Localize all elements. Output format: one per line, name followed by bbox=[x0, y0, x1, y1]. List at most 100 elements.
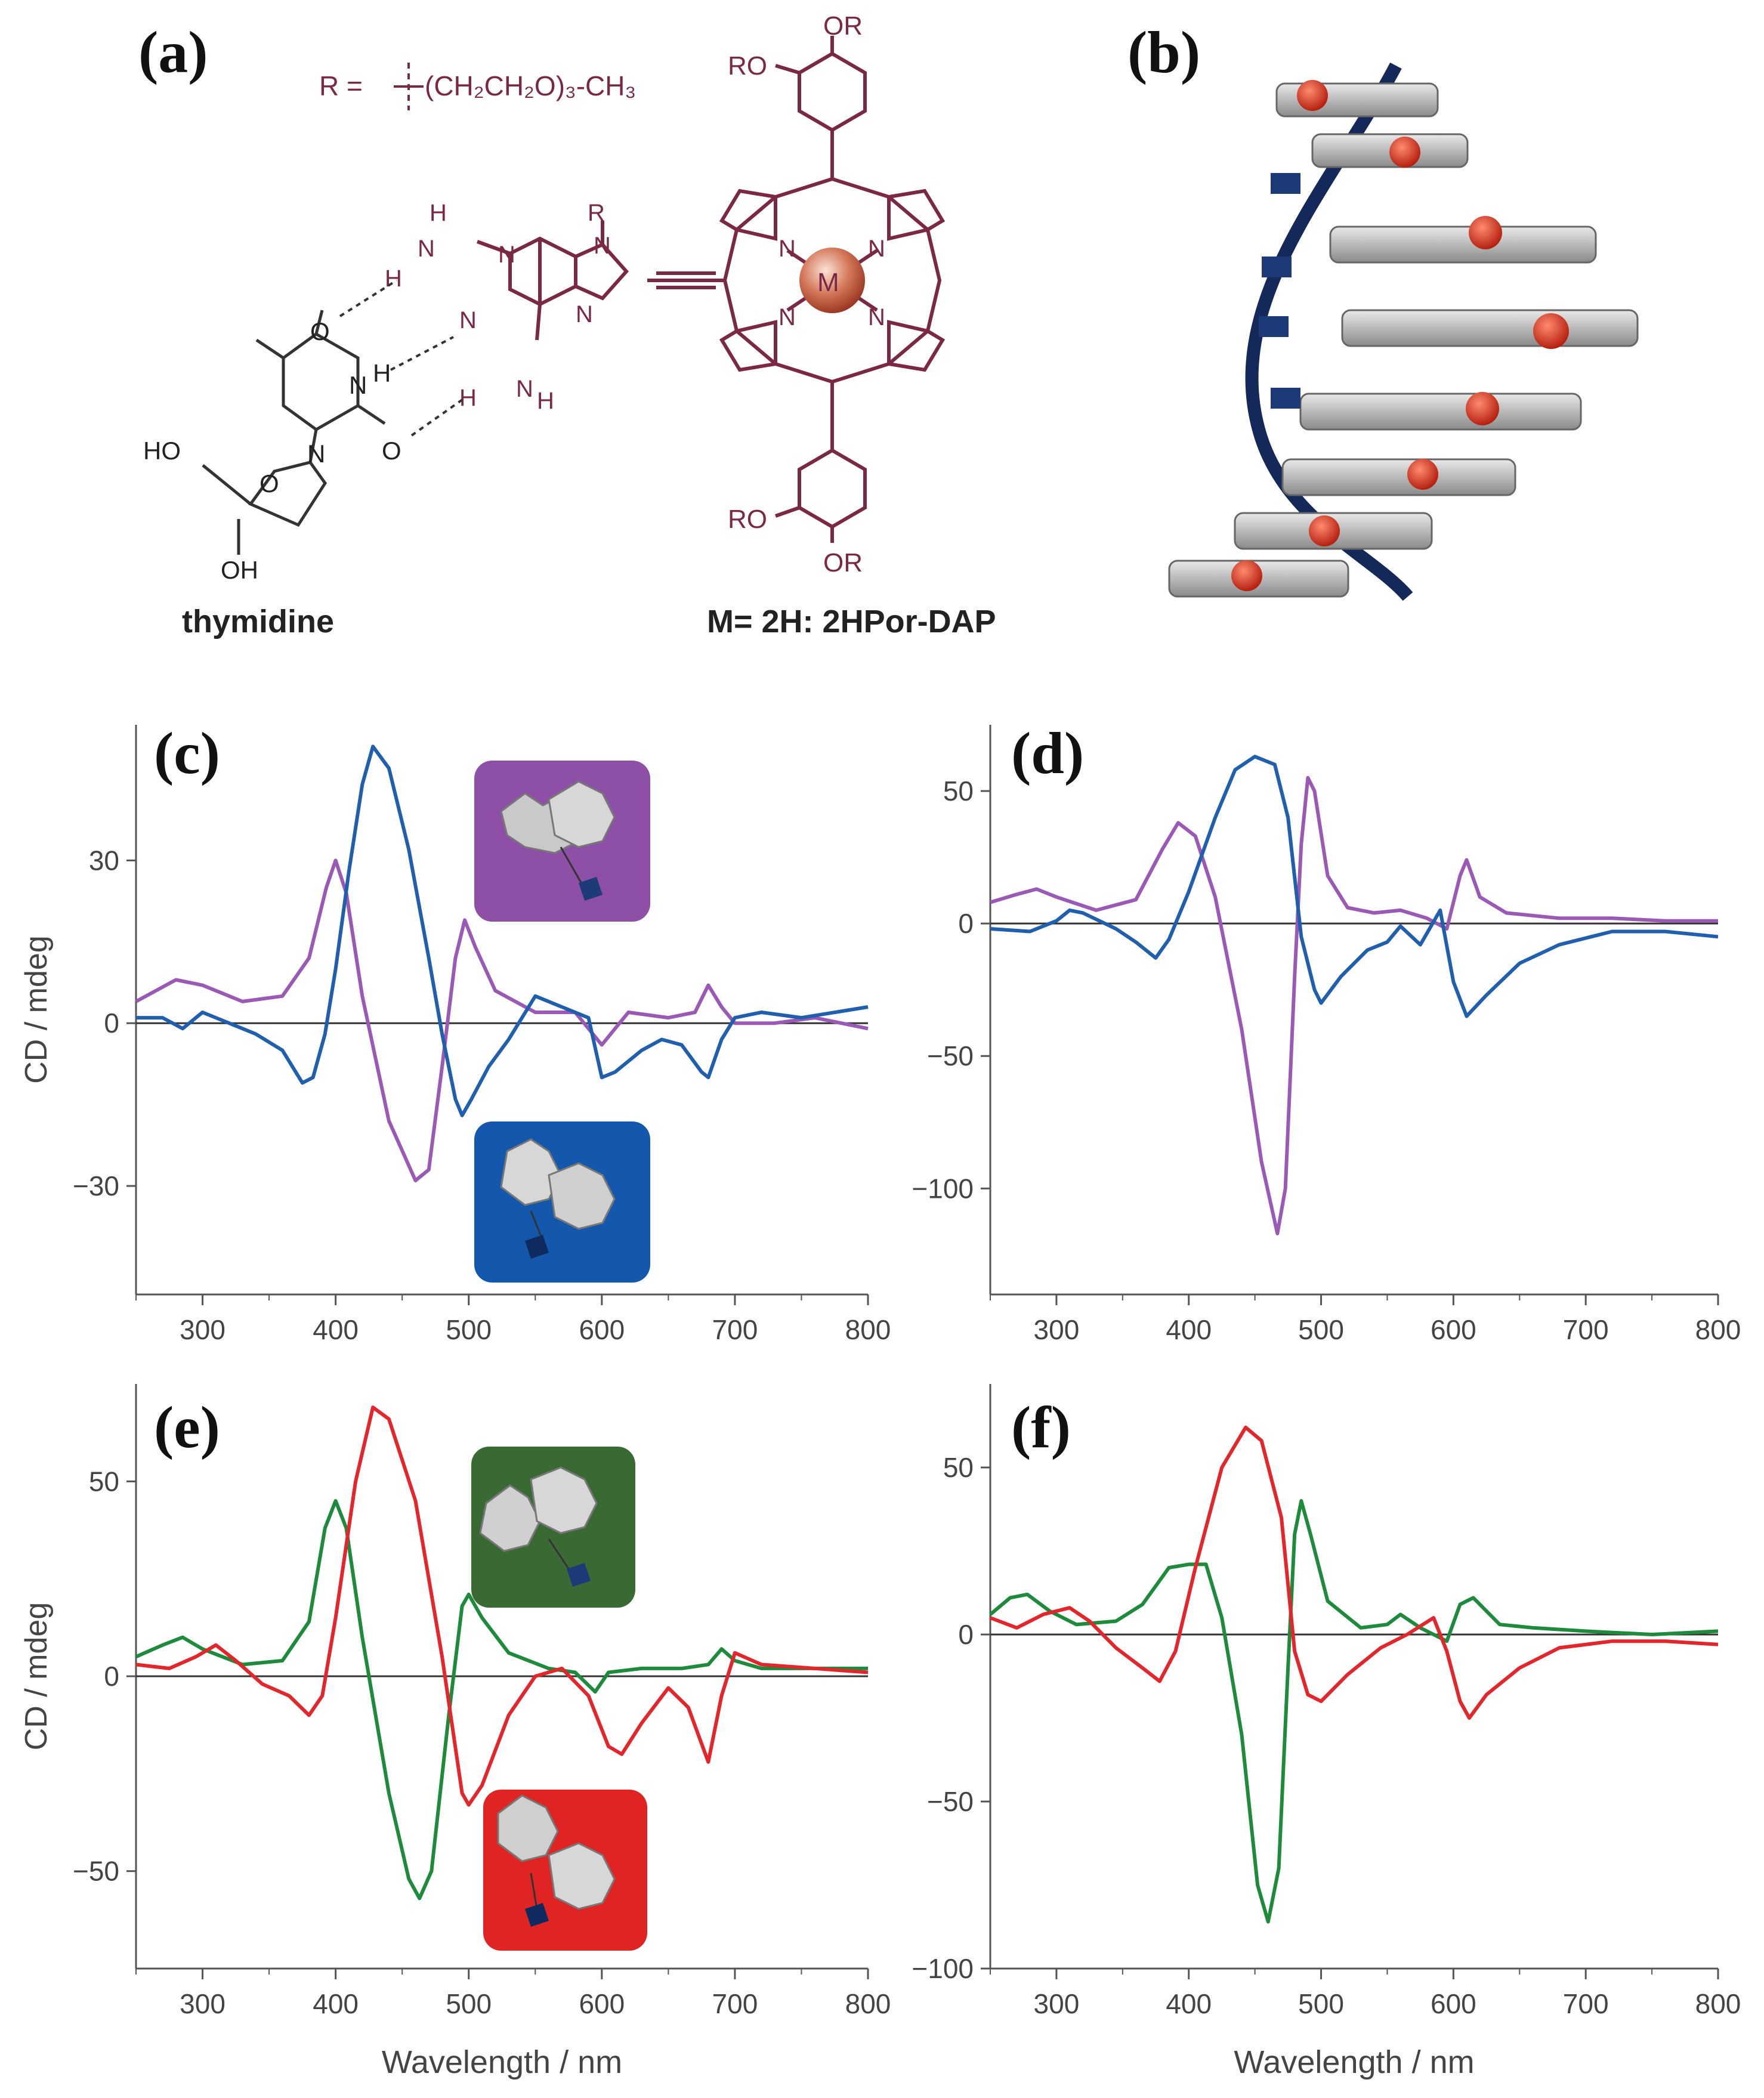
x-tick-label: 700 bbox=[1563, 1988, 1609, 2019]
atom-oh: OH bbox=[221, 556, 258, 584]
panel-label-a: (a) bbox=[138, 19, 208, 85]
panel-label-e: (e) bbox=[154, 1394, 220, 1460]
hydrogen-bonds bbox=[339, 279, 464, 437]
stacked-porphyrins bbox=[1168, 80, 1639, 598]
inset-icon-e-bottom bbox=[483, 1790, 647, 1951]
compound-label: M= 2H: 2HPor-DAP bbox=[707, 604, 996, 639]
r-definition-chain: (CH₂CH₂O)₃-CH₃ bbox=[425, 70, 636, 101]
atom-n-purine-1: N bbox=[594, 233, 611, 259]
x-tick-label: 800 bbox=[1695, 1988, 1741, 2019]
x-tick-label: 600 bbox=[579, 1988, 625, 2019]
chart-d: 300 400 500 600 700 800 −100 −50 0 50 bbox=[912, 725, 1741, 1345]
atom-or-top: OR bbox=[823, 11, 863, 41]
x-axis-label: Wavelength / nm bbox=[1234, 2044, 1474, 2080]
x-tick-label: 300 bbox=[1034, 1988, 1080, 2019]
x-tick-label: 500 bbox=[446, 1314, 492, 1345]
series-line-red bbox=[135, 1405, 869, 1807]
x-tick-label: 300 bbox=[1034, 1314, 1080, 1345]
series-line-blue bbox=[136, 744, 869, 1117]
atom-n-purine-3: N bbox=[498, 242, 515, 268]
panel-label-b: (b) bbox=[1127, 19, 1201, 85]
x-tick-label: 800 bbox=[845, 1988, 891, 2019]
r-definition-prefix: R = bbox=[319, 70, 363, 101]
chemical-scheme: R = (CH₂CH₂O)₃-CH₃ bbox=[143, 11, 996, 639]
y-tick-label: 50 bbox=[943, 1452, 974, 1483]
thymidine-skeleton bbox=[202, 310, 386, 555]
x-tick-label: 400 bbox=[313, 1314, 359, 1345]
atom-ho: HO bbox=[143, 437, 181, 465]
y-tick-label: 30 bbox=[89, 845, 119, 876]
helix-illustration bbox=[1168, 62, 1639, 601]
atom-n-1: N bbox=[778, 236, 796, 262]
atom-n-3: N bbox=[778, 304, 796, 330]
y-tick-label: 0 bbox=[958, 1619, 974, 1650]
y-tick-label: −50 bbox=[73, 1856, 119, 1887]
x-tick-label: 400 bbox=[1166, 1988, 1212, 2019]
atom-h-1: H bbox=[430, 200, 447, 226]
x-tick-label: 700 bbox=[712, 1988, 758, 2019]
series-line-purple bbox=[990, 775, 1718, 1235]
atom-h-3: H bbox=[459, 385, 477, 411]
y-tick-label: −30 bbox=[73, 1170, 119, 1201]
inset-icon-c-top bbox=[474, 761, 650, 922]
x-tick-label: 600 bbox=[579, 1314, 625, 1345]
atom-r-purine: R bbox=[588, 200, 605, 226]
x-tick-label: 600 bbox=[1431, 1314, 1476, 1345]
x-tick-label: 700 bbox=[712, 1314, 758, 1345]
x-axis-label: Wavelength / nm bbox=[382, 2044, 622, 2080]
atom-n-4: N bbox=[868, 304, 885, 330]
atom-ro-top: RO bbox=[728, 51, 767, 81]
atom-n-thy: N bbox=[349, 371, 367, 399]
x-tick-label: 600 bbox=[1431, 1988, 1476, 2019]
atom-o-thy-2: O bbox=[382, 437, 401, 465]
x-tick-label: 400 bbox=[1166, 1314, 1212, 1345]
x-tick-label: 500 bbox=[1298, 1314, 1344, 1345]
y-axis-label: CD / mdeg bbox=[19, 935, 54, 1084]
x-tick-label: 700 bbox=[1563, 1314, 1609, 1345]
metal-center bbox=[799, 248, 865, 313]
series-line-red bbox=[989, 1425, 1719, 1720]
atom-or-bottom: OR bbox=[823, 548, 863, 577]
atom-h-thy: H bbox=[373, 359, 391, 387]
inset-icon-c-bottom bbox=[474, 1121, 650, 1283]
y-tick-label: −100 bbox=[912, 1953, 974, 1984]
y-tick-label: 0 bbox=[958, 908, 974, 939]
panel-label-c: (c) bbox=[154, 720, 220, 786]
atom-h-2: H bbox=[385, 265, 402, 292]
atom-n-2: N bbox=[868, 236, 885, 262]
x-tick-label: 800 bbox=[1695, 1314, 1741, 1345]
series-line-green bbox=[989, 1499, 1719, 1924]
panel-label-d: (d) bbox=[1011, 720, 1085, 786]
y-tick-label: 50 bbox=[943, 775, 974, 807]
x-tick-label: 300 bbox=[180, 1314, 225, 1345]
x-tick-label: 500 bbox=[446, 1988, 492, 2019]
series-line-purple bbox=[135, 858, 869, 1182]
atom-n-purine-2: N bbox=[576, 301, 593, 327]
y-tick-label: 0 bbox=[104, 1008, 119, 1039]
y-tick-label: −50 bbox=[927, 1040, 974, 1071]
x-tick-label: 400 bbox=[313, 1988, 359, 2019]
chart-c: 300 400 500 600 700 800 −30 0 30 CD / mdeg bbox=[19, 725, 891, 1345]
series-line-blue bbox=[990, 755, 1719, 1018]
x-tick-label: 800 bbox=[845, 1314, 891, 1345]
porphyrin-skeleton bbox=[476, 36, 946, 543]
atom-n-purine-4: N bbox=[459, 307, 477, 333]
inset-icon-e-top bbox=[471, 1447, 635, 1608]
atom-ro-bottom: RO bbox=[728, 505, 767, 534]
y-axis-label: CD / mdeg bbox=[19, 1602, 54, 1751]
atom-h-4: H bbox=[537, 388, 554, 414]
atom-n-thy-2: N bbox=[307, 440, 325, 468]
atom-n-amine-top: N bbox=[418, 236, 435, 262]
y-tick-label: −100 bbox=[912, 1173, 974, 1204]
thymidine-label: thymidine bbox=[182, 604, 334, 639]
series-line-green bbox=[135, 1499, 868, 1901]
atom-n-amine-bottom: N bbox=[516, 376, 533, 402]
atom-o-ring: O bbox=[259, 469, 279, 498]
panel-label-f: (f) bbox=[1011, 1394, 1071, 1460]
atom-m: M bbox=[817, 268, 839, 297]
atom-o-thy-1: O bbox=[310, 317, 330, 345]
x-tick-label: 300 bbox=[180, 1988, 225, 2019]
